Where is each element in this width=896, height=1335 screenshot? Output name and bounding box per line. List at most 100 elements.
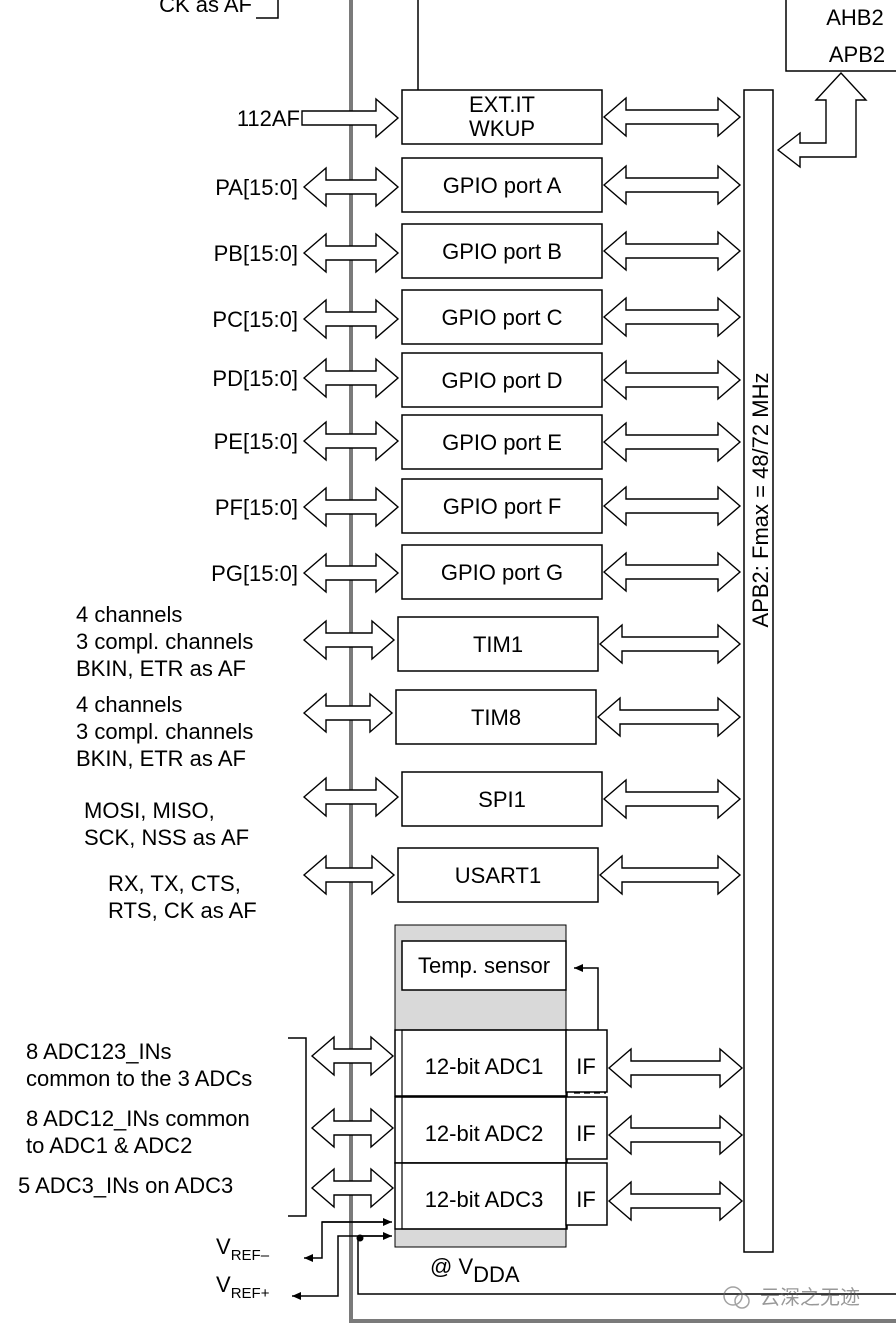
tim1-pin-label-1: 4 channels xyxy=(76,602,182,627)
apb2-bus xyxy=(743,89,774,1253)
gpioa-pin-label: PA[15:0] xyxy=(215,175,298,200)
gpioe-bus-arrow xyxy=(602,421,742,463)
adc-pins-bracket xyxy=(288,1037,307,1217)
temp-sensor-label: Temp. sensor xyxy=(418,953,550,978)
adc3-pin-arrow xyxy=(310,1167,395,1209)
top-left-bracket xyxy=(256,0,279,19)
usart1-label: USART1 xyxy=(455,863,541,888)
tim1-pin-arrow xyxy=(302,619,396,661)
gpiog-bus-arrow xyxy=(602,551,742,593)
block-row-gpiof: GPIO port FPF[15:0] xyxy=(215,478,742,534)
gpioa-bus-arrow xyxy=(602,164,742,206)
gpiof-label: GPIO port F xyxy=(443,494,562,519)
gpioe-box xyxy=(401,414,603,470)
usart1-pin-label-2: RTS, CK as AF xyxy=(108,898,257,923)
spi1-pin-label-1: MOSI, MISO, xyxy=(84,798,215,823)
tim8-pin-arrow xyxy=(302,692,394,734)
adc1-pin-label-1: 8 ADC123_INs xyxy=(26,1039,172,1064)
exti-box xyxy=(401,89,603,145)
tim8-box xyxy=(395,689,597,745)
gpiod-bus-arrow xyxy=(602,359,742,401)
gpioc-bus-arrow xyxy=(602,296,742,338)
vref-minus-label: VREF– xyxy=(216,1234,270,1264)
adc2-if-label: IF xyxy=(576,1121,596,1146)
usart1-pin-label-1: RX, TX, CTS, xyxy=(108,871,241,896)
gpioc-box xyxy=(401,289,603,345)
spi1-label: SPI1 xyxy=(478,787,526,812)
watermark-text: 云深之无迹 xyxy=(760,1285,860,1309)
gpioa-box xyxy=(401,157,603,213)
tim8-pin-label-3: BKIN, ETR as AF xyxy=(76,746,246,771)
gpiog-pin-arrow xyxy=(302,552,400,594)
gpioe-label: GPIO port E xyxy=(442,430,562,455)
adc3-label: 12-bit ADC3 xyxy=(425,1187,544,1212)
gpioc-pin-label: PC[15:0] xyxy=(212,307,298,332)
adc3-if-label: IF xyxy=(576,1187,596,1212)
block-row-gpiod: GPIO port DPD[15:0] xyxy=(212,352,742,408)
gpiob-pin-label: PB[15:0] xyxy=(214,241,298,266)
block-row-gpiog: GPIO port G PG[15:0] xyxy=(211,544,742,600)
vref-plus-label: VREF+ xyxy=(216,1272,270,1302)
watermark: 云深之无迹 xyxy=(723,1285,860,1309)
adc2-label: 12-bit ADC2 xyxy=(425,1121,544,1146)
exti-bus-arrow xyxy=(602,96,742,138)
adc2-pin-label-1: 8 ADC12_INs common xyxy=(26,1106,250,1131)
gpiof-pin-arrow xyxy=(302,486,400,528)
gpioc-pin-arrow xyxy=(302,298,400,340)
usart1-box xyxy=(397,847,599,903)
gpioc-label: GPIO port C xyxy=(441,305,562,330)
adc2-bus-arrow xyxy=(607,1114,744,1156)
exti-label-line1: EXT.IT xyxy=(469,92,535,117)
adc1-pin-label-2: common to the 3 ADCs xyxy=(26,1066,252,1091)
wechat-icon xyxy=(723,1286,743,1306)
block-row-gpioc: GPIO port C PC[15:0] xyxy=(212,289,742,345)
tim1-pin-label-3: BKIN, ETR as AF xyxy=(76,656,246,681)
vref-plus-line xyxy=(292,1235,388,1300)
block-row-usart1: USART1 RX, TX, CTS,RTS, CK as AF xyxy=(108,847,742,923)
gpiog-pin-label: PG[15:0] xyxy=(211,561,298,586)
apb2-bus-label: APB2: Fmax = 48/72 MHz xyxy=(748,373,773,628)
tim1-pin-label-2: 3 compl. channels xyxy=(76,629,253,654)
gpiog-label: GPIO port G xyxy=(441,560,563,585)
gpiob-bus-arrow xyxy=(602,230,742,272)
adc1-label: 12-bit ADC1 xyxy=(425,1054,544,1079)
gpioa-pin-arrow xyxy=(302,166,400,208)
tim8-bus-arrow xyxy=(596,696,742,738)
block-row-gpiob: GPIO port B PB[15:0] xyxy=(214,223,742,279)
vref-junction-dot xyxy=(356,1234,364,1242)
apb2-label: APB2 xyxy=(829,42,885,67)
gpiob-box xyxy=(401,223,603,279)
tim1-label: TIM1 xyxy=(473,632,523,657)
adc2-if-box xyxy=(565,1096,608,1160)
ahb-apb-bridge-box xyxy=(785,0,896,72)
gpiog-box xyxy=(401,544,603,600)
adc1-pin-arrow xyxy=(310,1035,395,1077)
temp-sensor-arrow xyxy=(574,964,599,1030)
gpiod-pin-label: PD[15:0] xyxy=(212,366,298,391)
tim8-pin-label-2: 3 compl. channels xyxy=(76,719,253,744)
spi1-bus-arrow xyxy=(602,778,742,820)
tim8-label: TIM8 xyxy=(471,705,521,730)
gpiob-label: GPIO port B xyxy=(442,239,562,264)
gpioa-label: GPIO port A xyxy=(443,173,562,198)
usart1-pin-arrow xyxy=(302,854,396,896)
gpiod-box xyxy=(401,352,603,408)
gpiod-pin-arrow xyxy=(302,357,400,399)
adc3-if-box xyxy=(565,1162,608,1226)
adc3-pin-label-1: 5 ADC3_INs on ADC3 xyxy=(18,1173,233,1198)
ahb2-label: AHB2 xyxy=(826,5,883,30)
exti-pin-arrow xyxy=(301,97,400,139)
adc3-box xyxy=(394,1162,568,1230)
gpiof-box xyxy=(401,478,603,534)
adc2-pin-label-2: to ADC1 & ADC2 xyxy=(26,1133,192,1158)
exti-label-line2: WKUP xyxy=(469,116,535,141)
adc1-bus-arrow xyxy=(607,1047,744,1089)
gpiof-bus-arrow xyxy=(602,485,742,527)
adc-row-3: 12-bit ADC3 IF 5 ADC3_INs on ADC3 xyxy=(18,1162,744,1230)
adc1-if-box xyxy=(565,1029,608,1093)
